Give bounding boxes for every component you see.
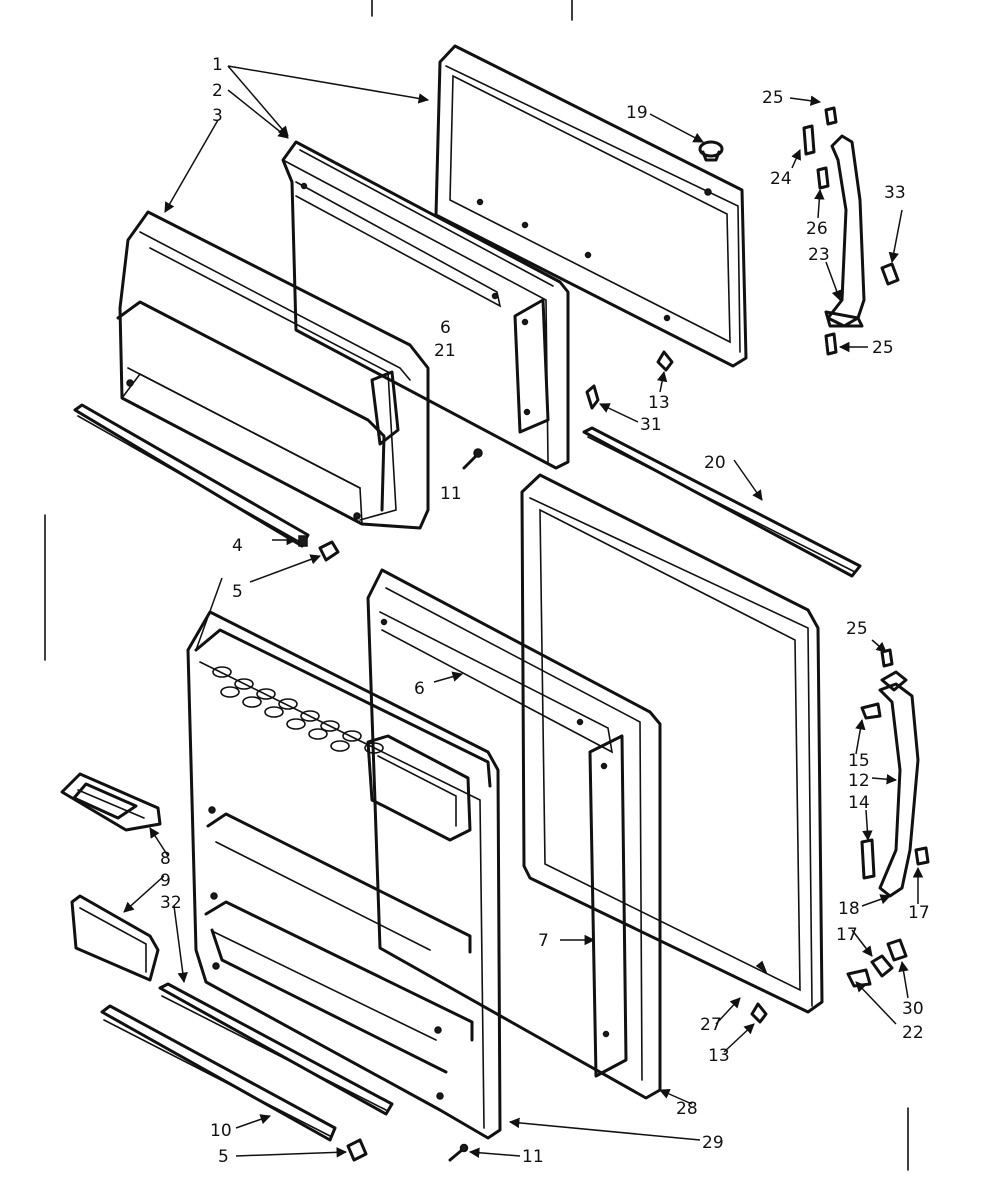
callout-labels: 1 2 3 19 25 24 26 23 33 25 6 21 13 31 20…	[160, 55, 930, 1167]
callout-26: 26	[806, 219, 828, 239]
callout-6-upper: 6	[440, 318, 451, 338]
egg-tray-cups	[212, 666, 384, 754]
callout-25-lower: 25	[846, 619, 868, 639]
callout-22: 22	[902, 1023, 924, 1043]
callout-28: 28	[676, 1099, 698, 1119]
callout-4: 4	[232, 536, 243, 556]
hinge-pin	[585, 384, 600, 410]
callout-9: 9	[160, 871, 171, 891]
callout-12: 12	[848, 771, 870, 791]
freezer-door-inner-liner	[116, 210, 430, 530]
callout-29: 29	[702, 1133, 724, 1153]
dairy-tray	[60, 772, 162, 832]
callout-1: 1	[212, 55, 223, 75]
rail-clip	[318, 540, 340, 562]
callout-20: 20	[704, 453, 726, 473]
leader-lines	[123, 65, 924, 1158]
callout-21: 21	[434, 341, 456, 361]
callout-24: 24	[770, 169, 792, 189]
freezer-door-gasket	[434, 44, 748, 368]
fresh-food-door-liner-frame	[366, 568, 662, 1100]
screw	[462, 448, 483, 470]
freezer-door-liner-frame	[281, 140, 570, 470]
shelf-front	[70, 894, 160, 982]
rail-clip	[346, 1138, 368, 1162]
door-stop	[750, 1002, 768, 1024]
callout-11-lower: 11	[522, 1147, 544, 1167]
door-shelf-rail-lower	[100, 1004, 337, 1142]
callout-13-lower: 13	[708, 1046, 730, 1066]
callout-5-upper: 5	[232, 582, 243, 602]
callout-19: 19	[626, 103, 648, 123]
callout-32: 32	[160, 893, 182, 913]
callout-5-lower: 5	[218, 1147, 229, 1167]
door-shelf-rail-upper	[158, 982, 394, 1116]
callout-15: 15	[848, 751, 870, 771]
callout-7: 7	[538, 931, 549, 951]
fresh-food-door-inner-liner	[186, 610, 502, 1140]
callout-27: 27	[700, 1015, 722, 1035]
callout-18: 18	[838, 899, 860, 919]
callout-10: 10	[210, 1121, 232, 1141]
callout-23: 23	[808, 245, 830, 265]
callout-17-left: 17	[836, 925, 858, 945]
callout-31: 31	[640, 415, 662, 435]
callout-14: 14	[848, 793, 870, 813]
freezer-door-handle	[802, 106, 900, 356]
fresh-food-door-gasket	[520, 473, 824, 1014]
screw	[448, 1143, 469, 1162]
callout-11-upper: 11	[440, 484, 462, 504]
freezer-shelf-rail	[73, 403, 310, 548]
door-stop	[656, 350, 674, 372]
callout-25-top: 25	[762, 88, 784, 108]
callout-25-mid: 25	[872, 338, 894, 358]
fresh-food-door-handle	[846, 648, 930, 988]
callout-17-right: 17	[908, 903, 930, 923]
callout-33: 33	[884, 183, 906, 203]
callout-30: 30	[902, 999, 924, 1019]
door-trim-strip	[582, 426, 862, 578]
callout-2: 2	[212, 81, 223, 101]
callout-13-upper: 13	[648, 393, 670, 413]
callout-3: 3	[212, 106, 223, 126]
callout-8: 8	[160, 849, 171, 869]
stop-button	[698, 140, 724, 162]
callout-6-lower: 6	[414, 679, 425, 699]
